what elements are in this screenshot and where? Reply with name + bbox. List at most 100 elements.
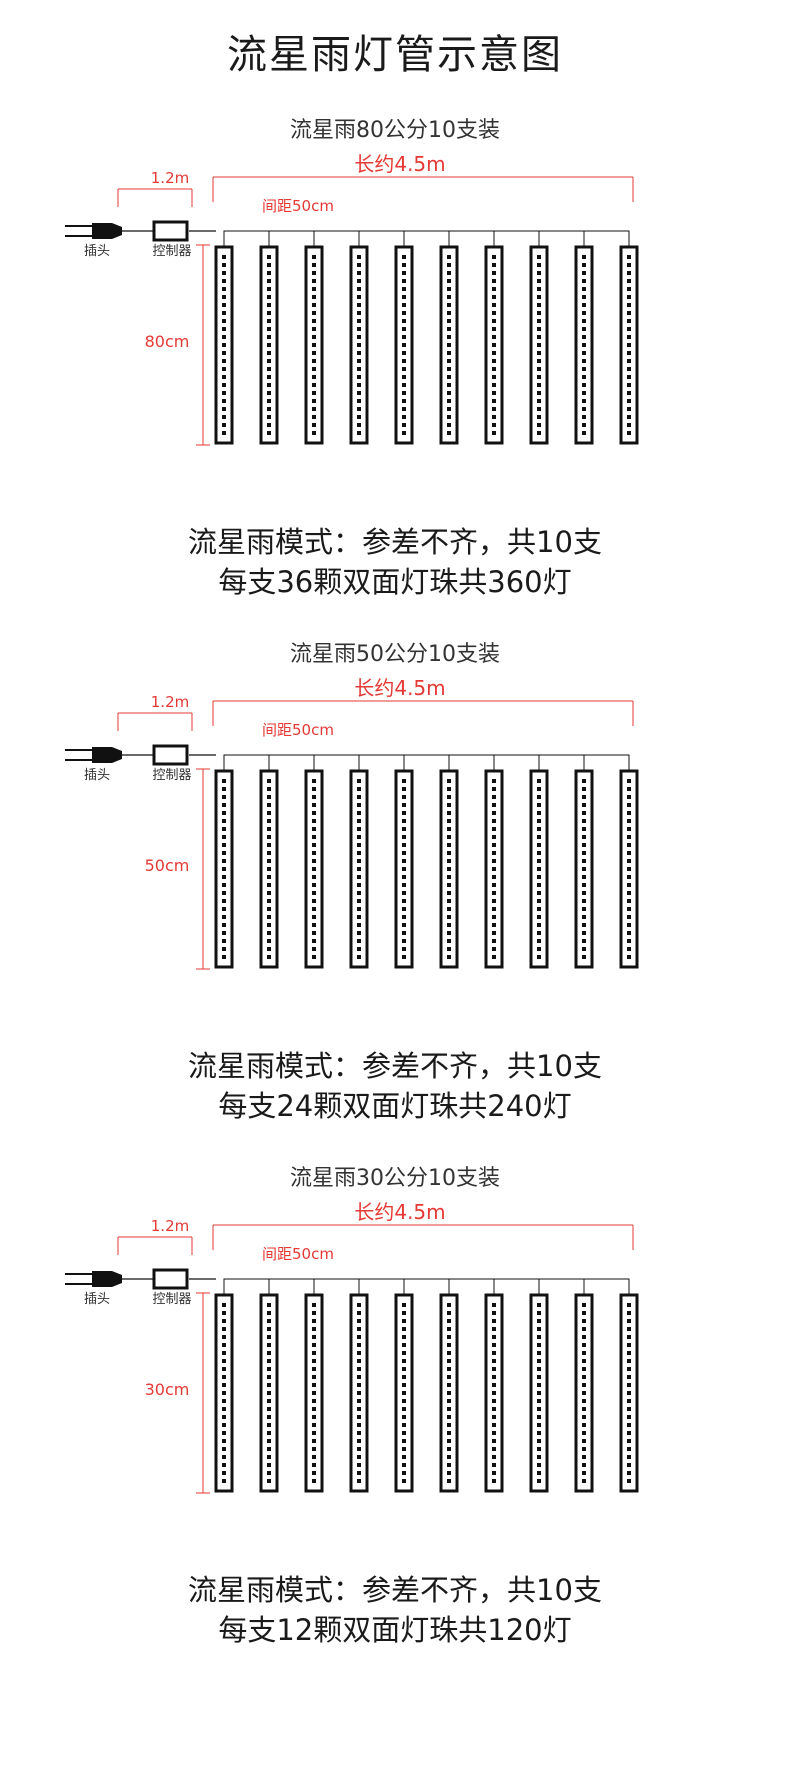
led-bead [447,1359,451,1363]
led-bead [357,1359,361,1363]
controller-label: 控制器 [152,244,191,259]
led-bead [267,819,271,823]
led-bead [627,867,631,871]
led-bead [447,1415,451,1419]
led-bead [447,327,451,331]
led-bead [582,271,586,275]
led-bead [267,907,271,911]
led-bead [447,1423,451,1427]
led-bead [357,311,361,315]
led-bead [312,255,316,259]
led-bead [627,1311,631,1315]
led-bead [627,915,631,919]
led-bead [447,375,451,379]
led-bead [582,415,586,419]
led-bead [402,431,406,435]
led-bead [222,1447,226,1451]
led-bead [357,1375,361,1379]
led-bead [447,1367,451,1371]
led-bead [627,335,631,339]
led-bead [627,431,631,435]
led-bead [267,1319,271,1323]
tube-connector-wire [448,754,495,771]
led-bead [582,319,586,323]
led-bead [402,1343,406,1347]
led-bead [357,955,361,959]
led-bead [627,327,631,331]
led-bead [447,843,451,847]
led-bead [267,279,271,283]
led-bead [447,859,451,863]
led-bead [447,359,451,363]
led-bead [312,1415,316,1419]
led-bead [447,827,451,831]
led-bead [447,907,451,911]
led-bead [492,343,496,347]
tube-connector-wire [583,754,630,771]
led-bead [627,343,631,347]
led-bead [492,811,496,815]
led-bead [447,1303,451,1307]
led-bead [357,875,361,879]
led-bead [402,1479,406,1483]
led-bead [492,779,496,783]
led-bead [222,955,226,959]
tube-connector-wire [313,1278,360,1295]
led-bead [447,1335,451,1339]
led-bead [222,1375,226,1379]
led-bead [492,955,496,959]
led-bead [492,295,496,299]
led-bead [582,1303,586,1307]
led-bead [402,931,406,935]
led-bead [582,915,586,919]
led-bead [537,399,541,403]
led-bead [447,1343,451,1347]
led-bead [402,351,406,355]
led-bead [582,1479,586,1483]
led-bead [537,1455,541,1459]
led-bead [447,835,451,839]
led-bead [537,1407,541,1411]
led-bead [222,875,226,879]
led-bead [357,407,361,411]
led-bead [312,859,316,863]
led-bead [447,1351,451,1355]
led-bead [537,359,541,363]
led-bead [627,391,631,395]
led-bead [492,319,496,323]
led-bead [537,915,541,919]
led-bead [582,1399,586,1403]
led-bead [357,351,361,355]
led-bead [627,1303,631,1307]
led-bead [537,1423,541,1427]
led-bead [537,423,541,427]
led-bead [582,907,586,911]
led-bead [627,939,631,943]
led-bead [402,923,406,927]
total-length-label: 长约4.5m [354,1200,445,1224]
led-bead [312,431,316,435]
led-bead [402,423,406,427]
led-bead [492,1431,496,1435]
led-bead [492,843,496,847]
led-bead [402,263,406,267]
led-bead [627,931,631,935]
led-bead [402,1375,406,1379]
led-bead [402,947,406,951]
led-bead [492,923,496,927]
led-bead [492,787,496,791]
led-bead [267,255,271,259]
led-bead [537,955,541,959]
led-bead [402,811,406,815]
led-bead [492,1303,496,1307]
led-bead [537,867,541,871]
led-bead [582,367,586,371]
led-bead [222,319,226,323]
led-bead [627,803,631,807]
led-bead [492,391,496,395]
led-bead [582,263,586,267]
led-bead [627,1407,631,1411]
led-bead [402,1471,406,1475]
led-bead [627,1447,631,1451]
plug-body-icon [92,747,112,763]
